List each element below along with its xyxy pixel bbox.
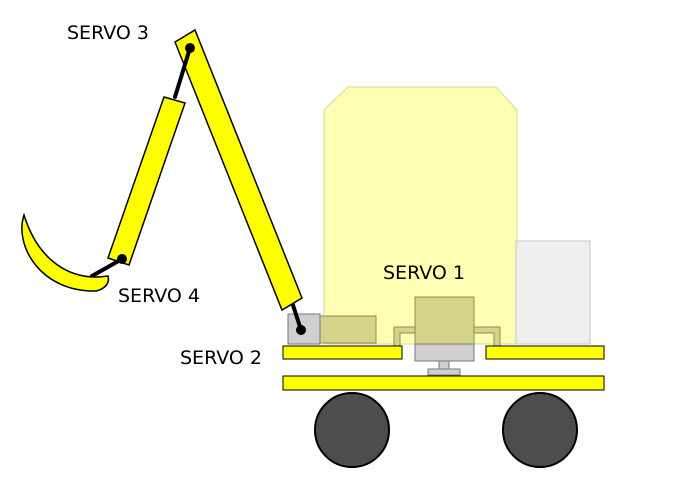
platform-left: [282, 345, 403, 360]
label-servo-2: SERVO 2: [180, 347, 262, 369]
side-panel: [515, 240, 591, 345]
servo-2-pivot: [296, 325, 306, 335]
servo-1-block: [414, 296, 475, 345]
label-servo-4: SERVO 4: [118, 285, 200, 307]
servo-4-pivot: [117, 254, 127, 264]
link-servo3-forearm: [173, 46, 192, 99]
servo-1-base: [414, 343, 475, 362]
forearm: [107, 96, 186, 266]
robot-body-enclosure: [323, 86, 518, 345]
upper-arm: [174, 28, 303, 312]
link-servo4-gripper: [90, 257, 124, 278]
wheel-left: [314, 392, 390, 468]
platform-right: [485, 345, 605, 360]
label-servo-1: SERVO 1: [383, 262, 465, 284]
wheel-right: [502, 392, 578, 468]
spindle-shaft: [438, 360, 450, 370]
gripper-hook: [21, 212, 110, 292]
platform-bottom: [282, 375, 605, 391]
label-servo-3: SERVO 3: [67, 22, 149, 44]
base-block: [318, 315, 377, 344]
spindle-flange: [427, 368, 461, 376]
servo-3-pivot: [185, 43, 195, 53]
